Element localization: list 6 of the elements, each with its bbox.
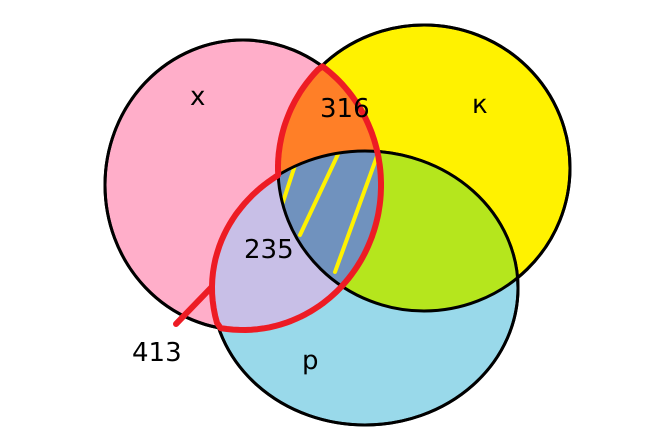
- region-number: 235: [244, 237, 294, 263]
- set-letter: к: [472, 92, 488, 118]
- region-number: 316: [320, 96, 370, 122]
- set-letter: х: [190, 84, 206, 110]
- region-number: 413: [132, 338, 182, 368]
- set-letter: р: [302, 348, 319, 374]
